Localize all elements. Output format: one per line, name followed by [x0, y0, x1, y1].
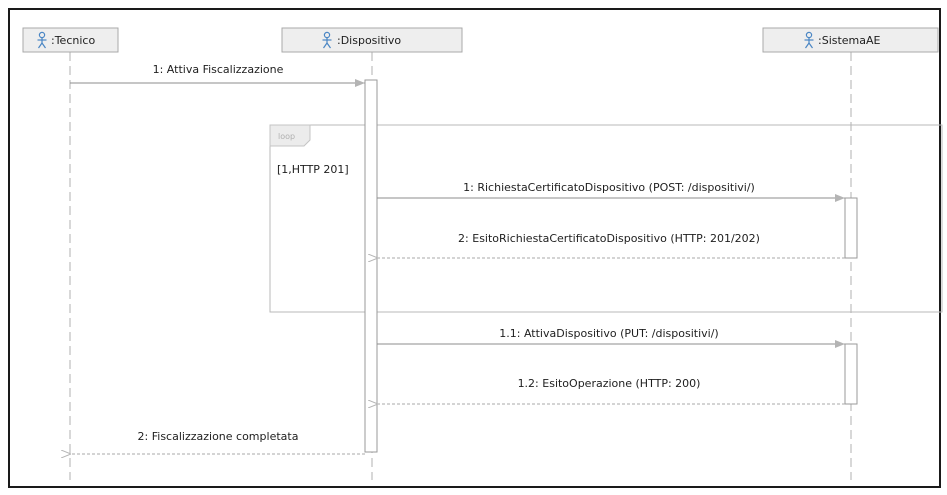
loop-guard: [1,HTTP 201] — [277, 163, 349, 176]
actor-icon — [322, 31, 332, 49]
message-richiesta-certificato: 1: RichiestaCertificatoDispositivo (POST… — [377, 181, 845, 202]
actor-icon — [37, 31, 47, 49]
participant-tecnico[interactable]: :Tecnico — [22, 27, 119, 53]
message-esito-operazione: 1.2: EsitoOperazione (HTTP: 200) — [377, 377, 845, 404]
participant-dispositivo[interactable]: :Dispositivo — [281, 27, 463, 53]
message-label: 2: Fiscalizzazione completata — [138, 430, 299, 443]
loop-fragment: loop [1,HTTP 201] — [269, 124, 943, 313]
participant-sistemaae[interactable]: :SistemaAE — [762, 27, 939, 53]
message-label: 2: EsitoRichiestaCertificatoDispositivo … — [458, 232, 760, 245]
message-attiva-dispositivo: 1.1: AttivaDispositivo (PUT: /dispositiv… — [377, 327, 845, 348]
message-esito-richiesta: 2: EsitoRichiestaCertificatoDispositivo … — [377, 232, 845, 258]
participant-label-dispositivo: :Dispositivo — [337, 34, 401, 47]
actor-icon — [804, 31, 814, 49]
activation-sistemaae-2 — [844, 343, 858, 405]
message-label: 1: Attiva Fiscalizzazione — [153, 63, 284, 76]
activation-dispositivo — [364, 79, 378, 453]
participant-label-tecnico: :Tecnico — [51, 34, 95, 47]
loop-operator-label: loop — [278, 132, 295, 141]
message-label: 1: RichiestaCertificatoDispositivo (POST… — [463, 181, 755, 194]
diagram-frame — [8, 8, 941, 488]
message-label: 1.2: EsitoOperazione (HTTP: 200) — [518, 377, 701, 390]
participant-label-sistemaae: :SistemaAE — [818, 34, 881, 47]
message-fiscalizzazione-completata: 2: Fiscalizzazione completata — [70, 430, 365, 454]
message-attiva-fiscalizzazione: 1: Attiva Fiscalizzazione — [70, 63, 365, 87]
activation-sistemaae-1 — [844, 197, 858, 259]
message-label: 1.1: AttivaDispositivo (PUT: /dispositiv… — [499, 327, 718, 340]
